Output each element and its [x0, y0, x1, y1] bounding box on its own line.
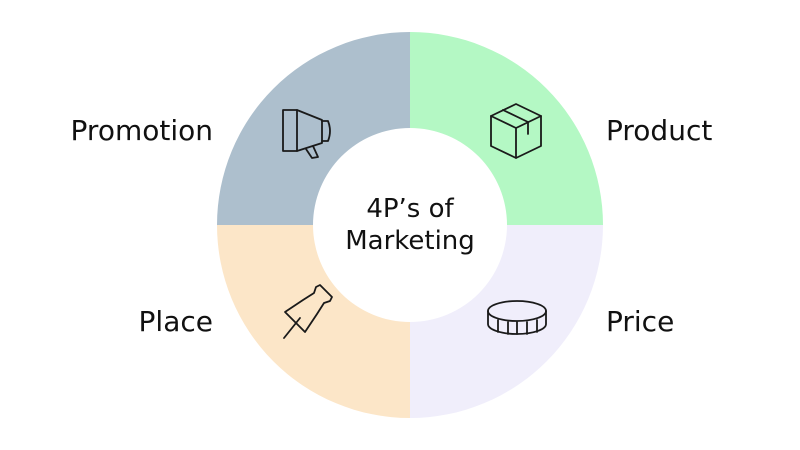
- diagram-title-line-2: Marketing: [345, 226, 475, 256]
- diagram-title: 4P’s of Marketing: [310, 193, 510, 257]
- segment-promotion: [217, 32, 410, 225]
- label-price: Price: [606, 305, 675, 338]
- segment-price: [410, 225, 603, 418]
- pushpin-icon: [283, 284, 333, 339]
- segment-product: [410, 32, 603, 225]
- label-promotion: Promotion: [70, 114, 213, 147]
- label-product: Product: [606, 114, 713, 147]
- megaphone-icon: [282, 109, 331, 159]
- segment-place: [217, 225, 410, 418]
- diagram-title-line-1: 4P’s of: [366, 194, 454, 224]
- label-place: Place: [138, 305, 213, 338]
- coin-icon: [487, 300, 547, 335]
- box-icon: [490, 103, 542, 159]
